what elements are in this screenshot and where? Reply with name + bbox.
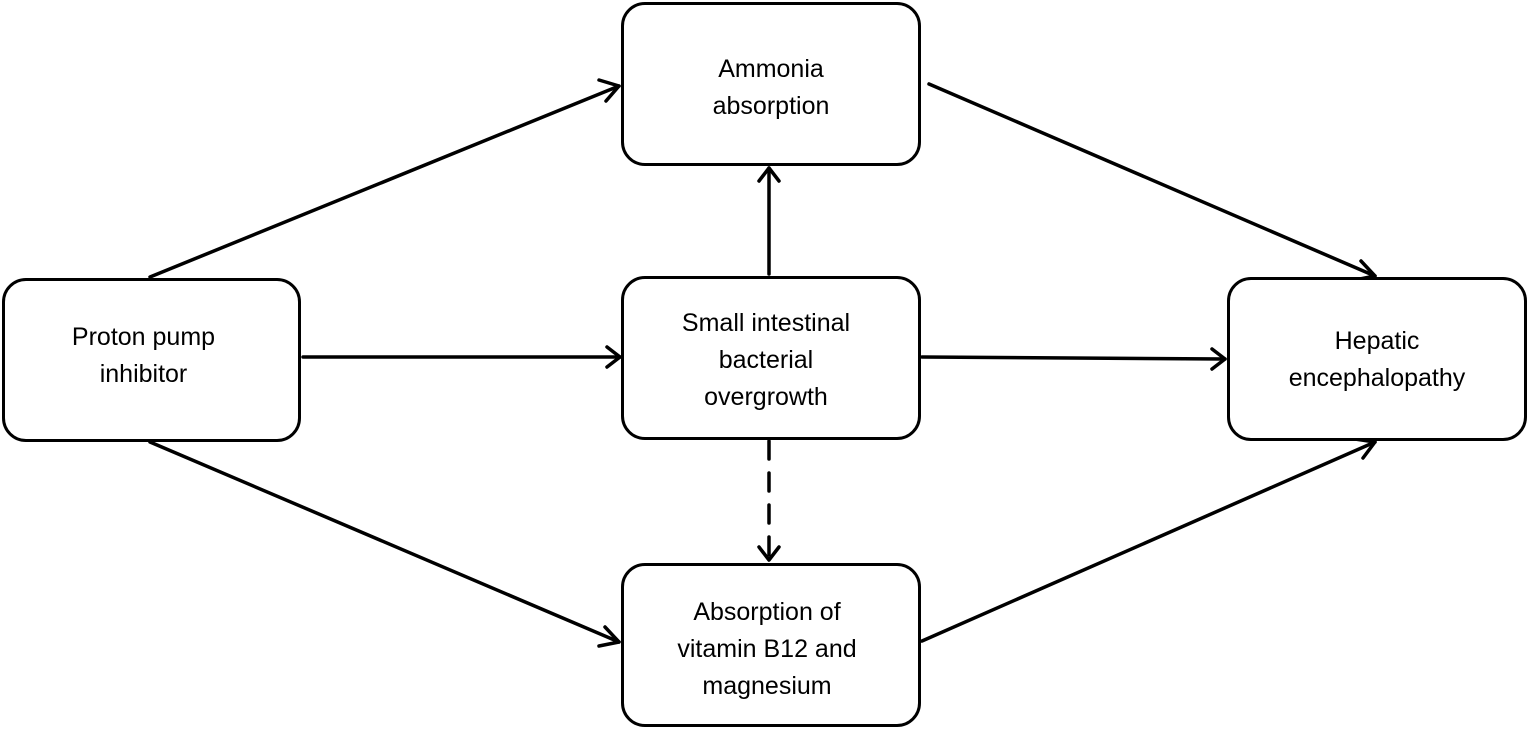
arrowhead-sibo-to-he (1210, 347, 1227, 371)
node-label-line: vitamin B12 and (677, 634, 857, 663)
arrowhead-ppi-to-ammonia (597, 78, 621, 103)
arrowhead-sibo-to-b12 (757, 545, 781, 562)
arrowhead-sibo-to-ammonia (757, 166, 781, 183)
node-label-line: bacterial (718, 345, 814, 374)
node-label-line: magnesium (702, 671, 832, 700)
node-label-line: encephalopathy (1288, 364, 1466, 392)
arrowhead-ppi-to-b12 (597, 625, 621, 648)
node-absorption-vitamin-b12-magnesium: Absorption of vitamin B12 and magnesium (621, 563, 921, 727)
edge-ammonia-to-he (927, 82, 1377, 278)
node-label-line: Ammonia (718, 55, 824, 83)
node-ammonia-absorption: Ammonia absorption (621, 2, 921, 166)
edge-sibo-to-he (920, 355, 1227, 361)
node-label-line: overgrowth (704, 382, 828, 411)
node-label-line: Hepatic (1334, 327, 1420, 355)
edge-ppi-to-ammonia (148, 84, 621, 279)
node-label-line: Small intestinal (681, 308, 851, 337)
edge-b12-to-he (920, 440, 1377, 643)
node-hepatic-encephalopathy: Hepatic encephalopathy (1227, 277, 1527, 441)
node-label-line: Proton pump (71, 323, 216, 351)
edge-ppi-to-b12 (148, 440, 621, 644)
node-label-line: inhibitor (99, 360, 188, 388)
node-label-line: absorption (712, 92, 830, 120)
arrowhead-ppi-to-sibo (605, 345, 622, 369)
node-label-line: Absorption of (693, 597, 841, 626)
node-small-intestinal-bacterial-overgrowth: Small intestinal bacterial overgrowth (621, 276, 921, 440)
node-proton-pump-inhibitor: Proton pump inhibitor (2, 278, 301, 442)
